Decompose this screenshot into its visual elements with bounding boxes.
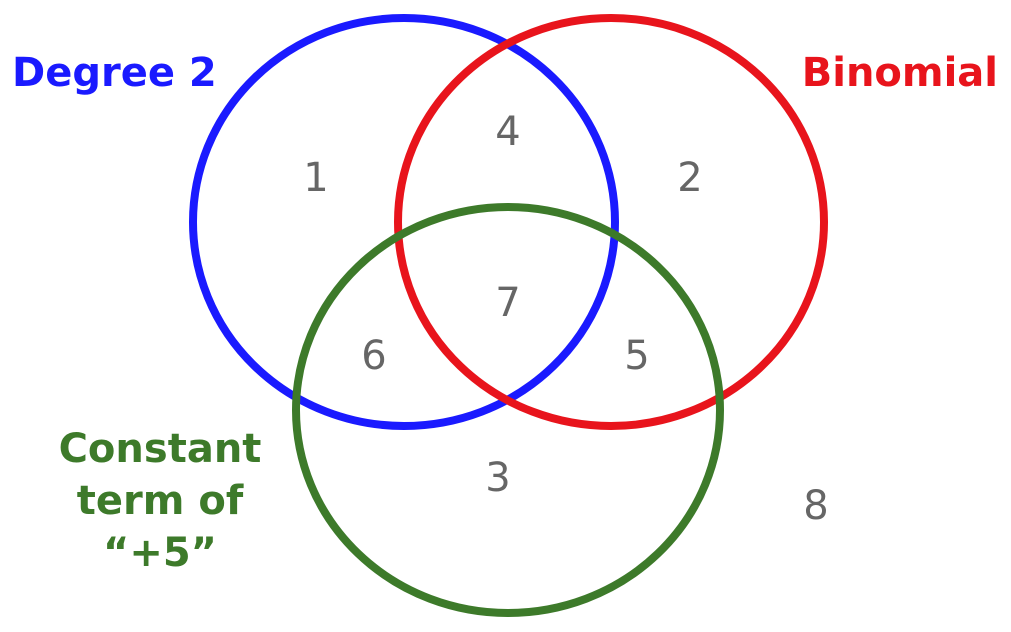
region-outside: 8 xyxy=(803,483,828,529)
constant-term-label-line-1: Constant xyxy=(59,426,262,472)
region-degree2-only: 1 xyxy=(303,155,328,201)
degree-2-label: Degree 2 xyxy=(12,50,217,96)
constant-term-circle xyxy=(292,203,724,617)
binomial-circle xyxy=(394,14,828,430)
region-all-three: 7 xyxy=(495,280,520,326)
constant-term-label-line-3: “+5” xyxy=(103,530,217,576)
degree-2-circle xyxy=(189,14,619,430)
region-degree2-constant: 6 xyxy=(361,333,386,379)
region-constant-only: 3 xyxy=(485,455,510,501)
region-degree2-binomial: 4 xyxy=(495,109,520,155)
constant-term-label-line-2: term of xyxy=(77,478,244,524)
region-binomial-only: 2 xyxy=(677,155,702,201)
region-binomial-constant: 5 xyxy=(624,333,649,379)
binomial-label: Binomial xyxy=(802,50,998,96)
